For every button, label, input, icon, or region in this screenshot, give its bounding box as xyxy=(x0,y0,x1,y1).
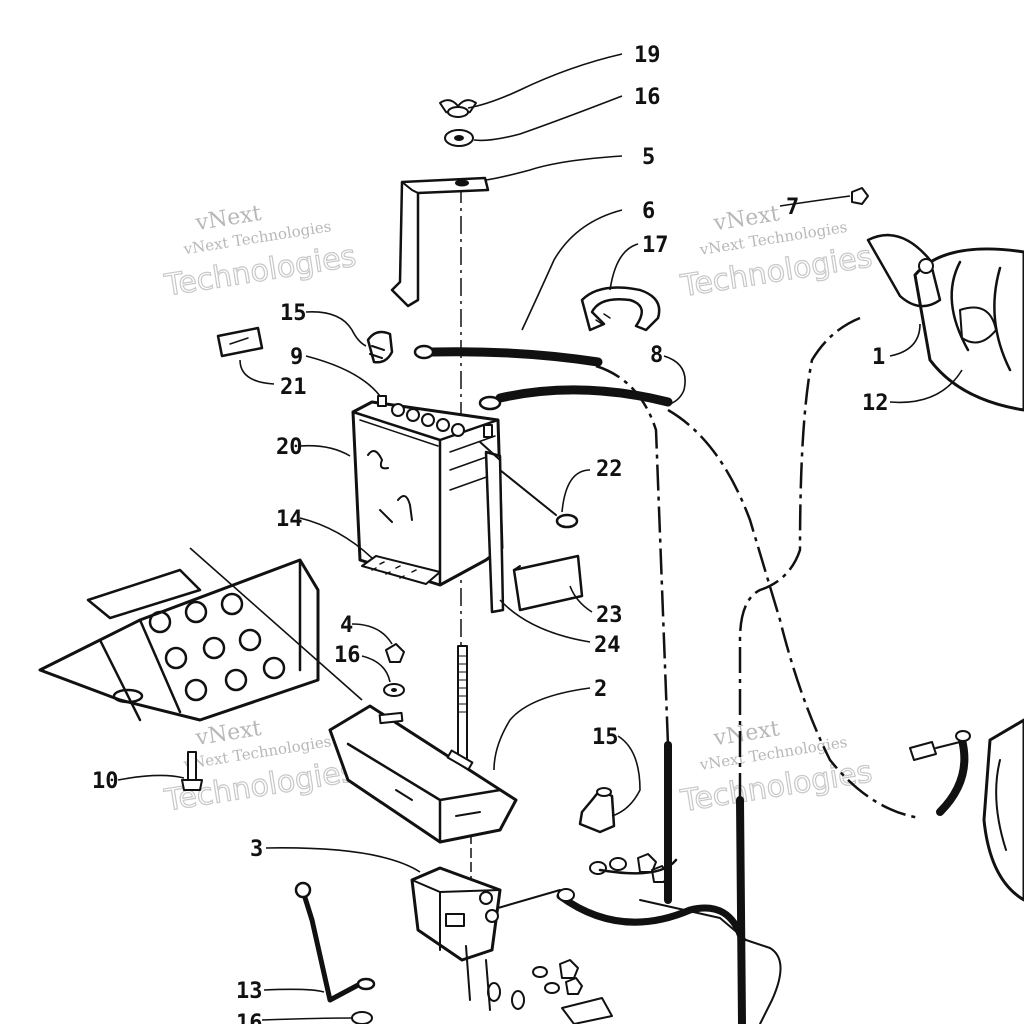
battery-pad-part xyxy=(361,555,441,585)
positive-cable-part xyxy=(413,344,603,367)
callout-21: 21 xyxy=(280,375,307,400)
callout-14: 14 xyxy=(276,507,303,532)
leader-lines xyxy=(117,53,963,1021)
watermark-bottom-left: vNext vNext Technologies Technologies xyxy=(161,716,359,819)
decal-part xyxy=(216,326,264,358)
callout-16-bottom: 16 xyxy=(236,1011,263,1024)
callout-17: 17 xyxy=(642,233,669,258)
callout-10: 10 xyxy=(92,769,119,794)
hold-down-bracket-part xyxy=(390,176,490,308)
nut-washer-mid-part xyxy=(383,643,405,697)
callout-16: 16 xyxy=(634,85,661,110)
callout-labels: 19 16 5 6 7 17 15 9 21 8 1 12 20 22 14 2… xyxy=(92,43,889,1024)
battery-tray-part xyxy=(328,704,518,844)
vent-tube-part xyxy=(479,441,505,614)
callout-3: 3 xyxy=(250,837,263,862)
callout-2: 2 xyxy=(594,677,607,702)
terminal-boot-top-part xyxy=(366,330,394,364)
callout-7: 7 xyxy=(786,195,799,220)
callout-5: 5 xyxy=(642,145,655,170)
clip-part xyxy=(499,469,579,529)
callout-22: 22 xyxy=(596,457,623,482)
threaded-stud-part xyxy=(457,645,468,761)
pad-part xyxy=(512,554,584,612)
callout-1: 1 xyxy=(872,345,885,370)
solenoid-part xyxy=(410,866,502,962)
wing-nut-part xyxy=(439,99,477,118)
lower-wiring-part xyxy=(465,741,782,1024)
ground-strap-part xyxy=(294,881,376,1003)
callout-6: 6 xyxy=(642,199,655,224)
watermark-top-left: vNext vNext Technologies Technologies xyxy=(161,201,359,304)
callout-12: 12 xyxy=(862,391,889,416)
callout-15: 15 xyxy=(280,301,307,326)
starter-motor-part xyxy=(866,233,1024,412)
strap-part xyxy=(580,286,661,332)
callout-23: 23 xyxy=(596,603,623,628)
watermark-bottom-right: vNext vNext Technologies Technologies xyxy=(677,716,875,820)
washer-top-part xyxy=(444,129,474,147)
mounting-tray-left-part xyxy=(38,547,363,722)
cable-routing-lines xyxy=(595,316,921,820)
negative-cable-part xyxy=(478,385,673,411)
nut-7-part xyxy=(851,187,869,205)
callout-19: 19 xyxy=(634,43,661,68)
callout-20: 20 xyxy=(276,435,303,460)
callout-15-lower: 15 xyxy=(592,725,619,750)
washer-bottom-part xyxy=(351,1011,373,1024)
bolt-10-part xyxy=(181,751,203,791)
callout-24: 24 xyxy=(594,633,621,658)
hardware-cluster-part xyxy=(487,853,669,1024)
callout-16-mid: 16 xyxy=(334,643,361,668)
terminal-boot-lower-part xyxy=(578,787,616,834)
ground-cable-right-part xyxy=(909,718,1024,902)
callout-4: 4 xyxy=(340,613,353,638)
callout-8: 8 xyxy=(650,343,663,368)
watermark-top-right: vNext vNext Technologies Technologies xyxy=(677,201,875,305)
callout-13: 13 xyxy=(236,979,263,1004)
callout-9: 9 xyxy=(290,345,303,370)
